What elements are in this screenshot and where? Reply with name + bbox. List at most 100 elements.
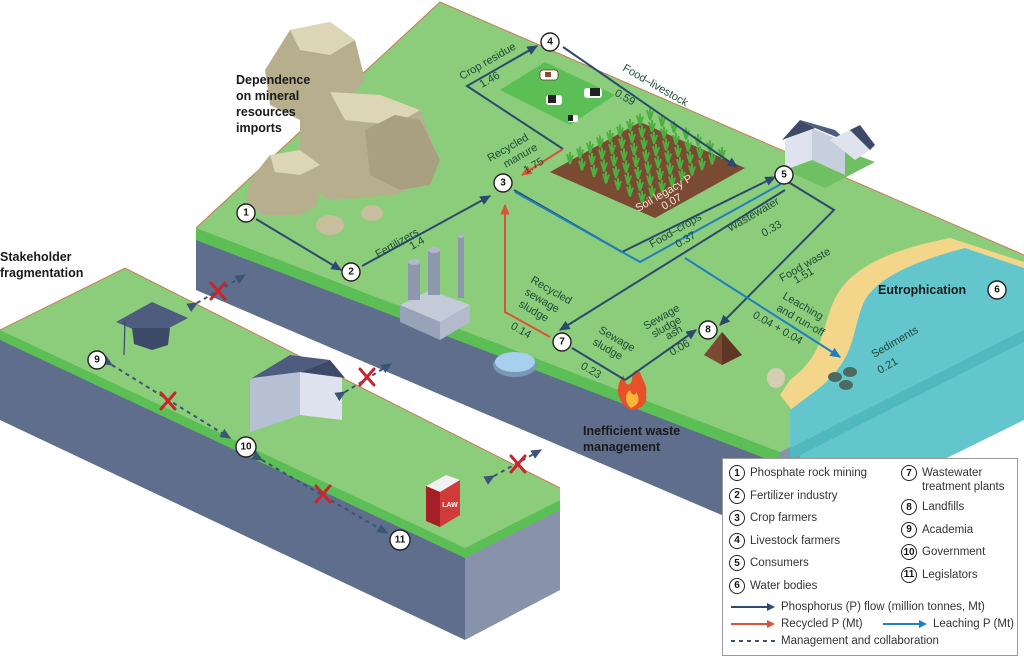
crop-plant [614,178,622,191]
crop-plant [608,142,616,155]
node-7: 7 [552,332,572,352]
crop-plant [622,160,630,173]
rock-icon [767,368,785,388]
legend-number: 11 [901,566,917,583]
flow-food-livestock [562,46,738,168]
crop-plant [566,152,574,165]
crop-plant [578,158,586,171]
fragmentation-line-2: fragmentation [0,266,83,280]
svg-text:1: 1 [243,208,249,219]
crop-plant [654,156,662,169]
crop-plant [628,131,636,144]
legend-number: 8 [901,499,917,515]
law-book-label: LAW [442,502,458,509]
leaching-arrow-icon [883,620,927,628]
crop-plant [610,154,618,167]
cow-icon [539,69,602,122]
crop-plant [590,165,598,178]
node-3: 3 [493,173,513,193]
legend-text: Academia [922,523,974,536]
legend-item: 9 Academia [901,521,1016,545]
legend-leaching-flow: Leaching P (Mt) [883,618,1014,630]
node-9: 9 [87,350,107,370]
stakeholder-platform-edge [0,330,560,558]
landfill-icon [704,332,742,365]
svg-text:11: 11 [395,535,406,546]
svg-text:6: 6 [994,285,1000,296]
crop-plant [672,133,680,146]
dependence-line-1: Dependence [236,73,310,87]
fire-icon [617,370,647,410]
cross-icon [358,367,376,387]
legend-text: Wastewater treatment plants [922,467,1005,493]
legend-phosphorus-label: Phosphorus (P) flow (million tonnes, Mt) [781,601,985,613]
water-body [790,248,1024,452]
crop-plant [602,171,610,184]
node-1: 1 [236,203,256,223]
eutrophication-label: Eutrophication [878,283,966,297]
waste-line-2: management [583,440,661,454]
legend-number: 10 [901,544,917,560]
main-platform-left-side [196,228,780,540]
crop-plant [688,163,696,176]
crop-plant [600,159,608,172]
flow-food-waste [719,179,836,326]
dashed-line-icon [731,640,775,642]
legend-phosphorus-flow: Phosphorus (P) flow (million tonnes, Mt) [731,601,985,613]
svg-text:5: 5 [781,170,787,181]
sediments-icon [828,367,857,390]
house-icon [780,120,875,188]
flow-crop-residue [465,45,564,150]
crop-plant [618,136,626,149]
crop-plant [658,114,666,127]
crop-plant [606,130,614,143]
crop-plant [626,119,634,132]
node-11: 11 [389,529,411,551]
crop-plant [656,168,664,181]
crop-plant [620,148,628,161]
legend-number: 1 [729,465,745,481]
livestock-pasture [500,62,615,125]
crop-plant [638,191,646,204]
crop-plant [648,185,656,198]
crop-plant [666,162,674,175]
dependence-line-2: on mineral [236,89,299,103]
legend-text: Livestock farmers [750,534,841,547]
crop-plant [630,143,638,156]
legend-text: Landfills [922,501,965,513]
crop-plant [684,139,692,152]
svg-text:2: 2 [348,267,354,278]
legend-text: Crop farmers [750,512,818,524]
flows [255,45,842,381]
flow-sewage-sludge-ash [624,329,697,381]
legend-management: Management and collaboration [731,635,939,647]
legend-text: Government [922,546,986,558]
legend-management-label: Management and collaboration [781,635,939,647]
legend-number: 9 [901,521,917,538]
crop-plant [646,108,654,121]
fragmentation-line-1: Stakeholder [0,250,72,264]
legend-number: 4 [729,532,745,549]
flow-wastewater [558,189,786,331]
legend-item: 4 Livestock farmers [729,532,867,556]
cross-icon [314,484,332,504]
crop-plant [596,135,604,148]
phosphorus-arrow-icon [731,603,775,611]
annotations: Dependence on mineral resources imports … [0,73,966,454]
crop-plant [612,166,620,179]
factory-icon [400,234,470,340]
government-building-icon [250,355,345,432]
svg-text:10: 10 [240,442,252,453]
dependence-line-3: resources [236,105,296,119]
crop-plant [662,138,670,151]
flow-recycled-sewage-sludge [500,203,551,338]
crop-plant [642,149,650,162]
legend-number: 2 [729,487,745,504]
legend-number: 7 [901,465,917,481]
crop-plant [648,120,656,133]
flow-fertilizers [361,195,492,267]
stakeholder-platform-front-side [465,500,560,640]
